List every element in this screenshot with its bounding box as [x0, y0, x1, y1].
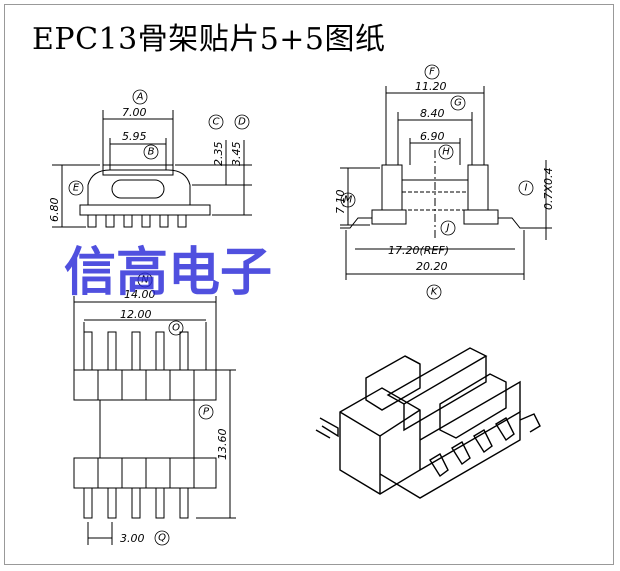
dim-e: 6.80	[48, 198, 61, 223]
label-f: F	[429, 67, 435, 78]
label-e: E	[73, 183, 80, 194]
side-left-lead	[340, 217, 372, 229]
label-p: P	[203, 407, 210, 418]
dim-m: 7.10	[334, 190, 347, 215]
label-i: I	[525, 183, 528, 194]
label-c: C	[213, 117, 220, 128]
dim-p: 13.60	[216, 429, 229, 461]
label-m: M	[344, 195, 353, 206]
bottom-view	[73, 296, 236, 545]
label-k: K	[431, 287, 439, 298]
drawing-frame	[4, 4, 614, 565]
side-left-foot	[371, 209, 407, 225]
front-body	[87, 169, 191, 206]
side-view	[340, 86, 552, 280]
dim-c: 2.35	[212, 142, 225, 167]
front-view	[52, 110, 252, 228]
iso-right-flange	[439, 373, 507, 439]
dim-k: 20.20	[416, 260, 448, 273]
dim-b: 5.95	[122, 130, 147, 143]
bottom-lower-pins	[83, 458, 195, 519]
bottom-bottom-flange	[73, 457, 217, 489]
dim-n: 14.00	[124, 288, 156, 301]
dim-a: 7.00	[122, 106, 147, 119]
side-right-lead	[498, 217, 530, 229]
dim-q: 3.00	[120, 532, 145, 545]
dim-d: 3.45	[230, 142, 243, 167]
label-o: O	[172, 323, 180, 334]
dim-o: 12.00	[120, 308, 152, 321]
label-a: A	[136, 92, 144, 103]
bottom-upper-pins	[83, 331, 195, 400]
label-b: B	[148, 147, 155, 158]
company-watermark: 信高电子	[64, 243, 272, 303]
label-h: H	[442, 147, 450, 158]
dim-i: 0.7X0.4	[542, 167, 555, 210]
label-d: D	[238, 117, 246, 128]
iso-base-bar	[379, 410, 521, 499]
label-q: Q	[158, 533, 166, 544]
front-window	[111, 179, 165, 199]
side-right-foot	[463, 209, 499, 225]
label-g: G	[454, 98, 462, 109]
front-pins	[87, 214, 187, 228]
label-n: N	[141, 275, 149, 286]
label-circles	[68, 64, 534, 546]
dim-g: 8.40	[420, 107, 445, 120]
isometric-view	[315, 347, 541, 499]
dim-f: 11.20	[415, 80, 447, 93]
drawing-title: EPC13骨架贴片5+5图纸	[32, 22, 386, 57]
dim-j: 17.20(REF)	[388, 244, 449, 257]
label-j: J	[445, 223, 450, 234]
dim-h: 6.90	[420, 130, 445, 143]
